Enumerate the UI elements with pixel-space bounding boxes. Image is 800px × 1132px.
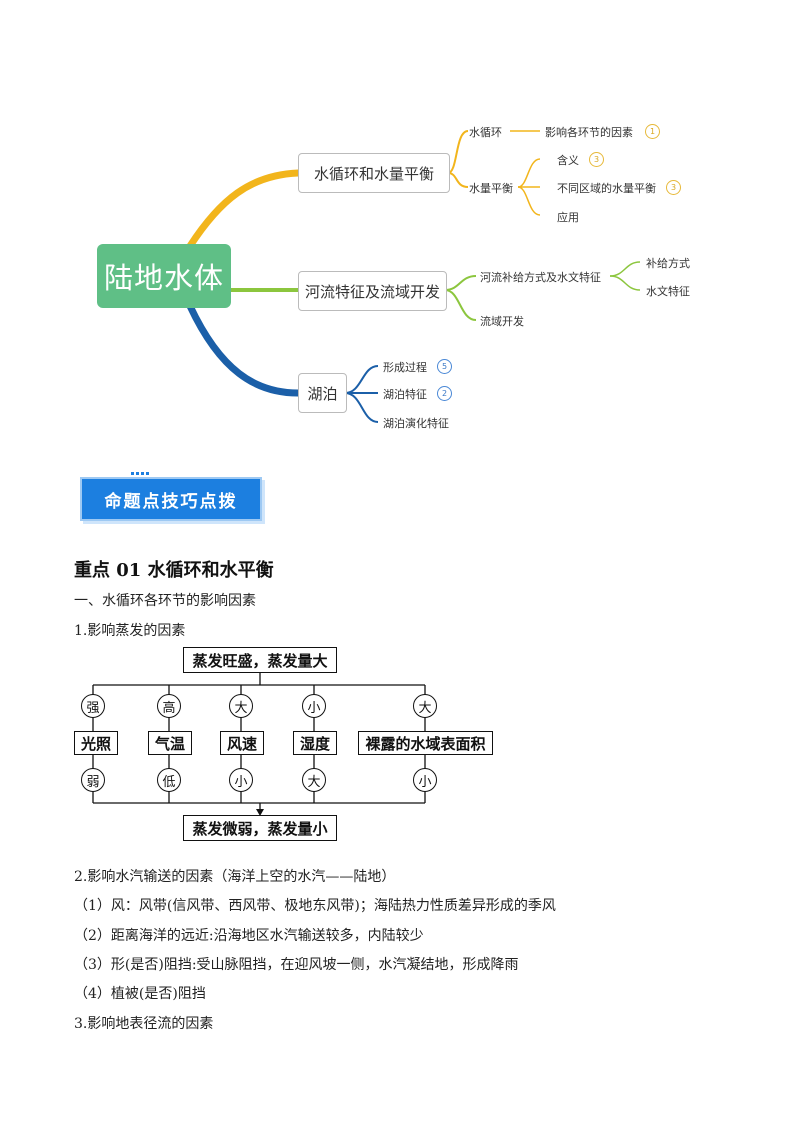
mind-map-root: 陆地水体 <box>97 244 231 308</box>
leaf-lake-evolution: 湖泊演化特征 <box>383 417 449 430</box>
section-title: 重点 01 水循环和水平衡 <box>74 560 274 581</box>
item-1-heading: 1.影响蒸发的因素 <box>74 623 186 639</box>
factor-box: 风速 <box>220 731 264 755</box>
factor-high-circle: 高 <box>157 694 181 718</box>
leaf-meaning: 含义 <box>557 154 579 167</box>
leaf-water-cycle: 水循环 <box>469 126 502 139</box>
leaf-supply-mode: 补给方式 <box>646 257 690 270</box>
item-2-point: （4）植被(是否)阻挡 <box>74 986 206 1002</box>
factor-high-circle: 强 <box>81 694 105 718</box>
leaf-basin-development: 流域开发 <box>480 315 524 328</box>
section-banner: 命题点技巧点拨 <box>80 477 262 521</box>
item-2-point: （1）风：风带(信风带、西风带、极地东风带)；海陆热力性质差异形成的季风 <box>74 898 556 914</box>
mind-map-connectors <box>186 130 641 423</box>
factor-low-circle: 小 <box>229 768 253 792</box>
factor-box: 光照 <box>74 731 118 755</box>
branch-water-cycle: 水循环和水量平衡 <box>298 153 450 193</box>
subtitle: 一、水循环各环节的影响因素 <box>74 593 256 609</box>
badge-count: 3 <box>666 180 681 195</box>
leaf-factors: 影响各环节的因素 <box>545 126 633 139</box>
badge-count: 3 <box>589 152 604 167</box>
leaf-water-balance: 水量平衡 <box>469 182 513 195</box>
leaf-application: 应用 <box>557 211 579 224</box>
item-2-heading: 2.影响水汽输送的因素（海洋上空的水汽——陆地） <box>74 869 396 885</box>
factor-high-circle: 大 <box>413 694 437 718</box>
evap-high-box: 蒸发旺盛，蒸发量大 <box>183 647 337 673</box>
branch-lake: 湖泊 <box>298 373 347 413</box>
factor-high-circle: 小 <box>302 694 326 718</box>
factor-high-circle: 大 <box>229 694 253 718</box>
leaf-regional-balance: 不同区域的水量平衡 <box>557 182 656 195</box>
leaf-river-supply: 河流补给方式及水文特征 <box>480 271 601 284</box>
item-3-heading: 3.影响地表径流的因素 <box>74 1016 214 1032</box>
badge-count: 5 <box>437 359 452 374</box>
leaf-lake-features: 湖泊特征 <box>383 388 427 401</box>
factor-low-circle: 低 <box>157 768 181 792</box>
factor-low-circle: 小 <box>413 768 437 792</box>
evap-low-box: 蒸发微弱，蒸发量小 <box>183 815 337 841</box>
factor-box: 湿度 <box>293 731 337 755</box>
leaf-hydrology: 水文特征 <box>646 285 690 298</box>
badge-count: 2 <box>437 386 452 401</box>
banner-dots <box>131 472 151 475</box>
branch-river: 河流特征及流域开发 <box>298 271 447 311</box>
item-2-point: （2）距离海洋的远近:沿海地区水汽输送较多，内陆较少 <box>74 928 424 944</box>
factor-low-circle: 大 <box>302 768 326 792</box>
factor-low-circle: 弱 <box>81 768 105 792</box>
item-2-point: （3）形(是否)阻挡:受山脉阻挡，在迎风坡一侧，水汽凝结地，形成降雨 <box>74 957 519 973</box>
badge-count: 1 <box>645 124 660 139</box>
factor-box: 裸露的水域表面积 <box>358 731 493 755</box>
factor-box: 气温 <box>148 731 192 755</box>
leaf-formation: 形成过程 <box>383 361 427 374</box>
